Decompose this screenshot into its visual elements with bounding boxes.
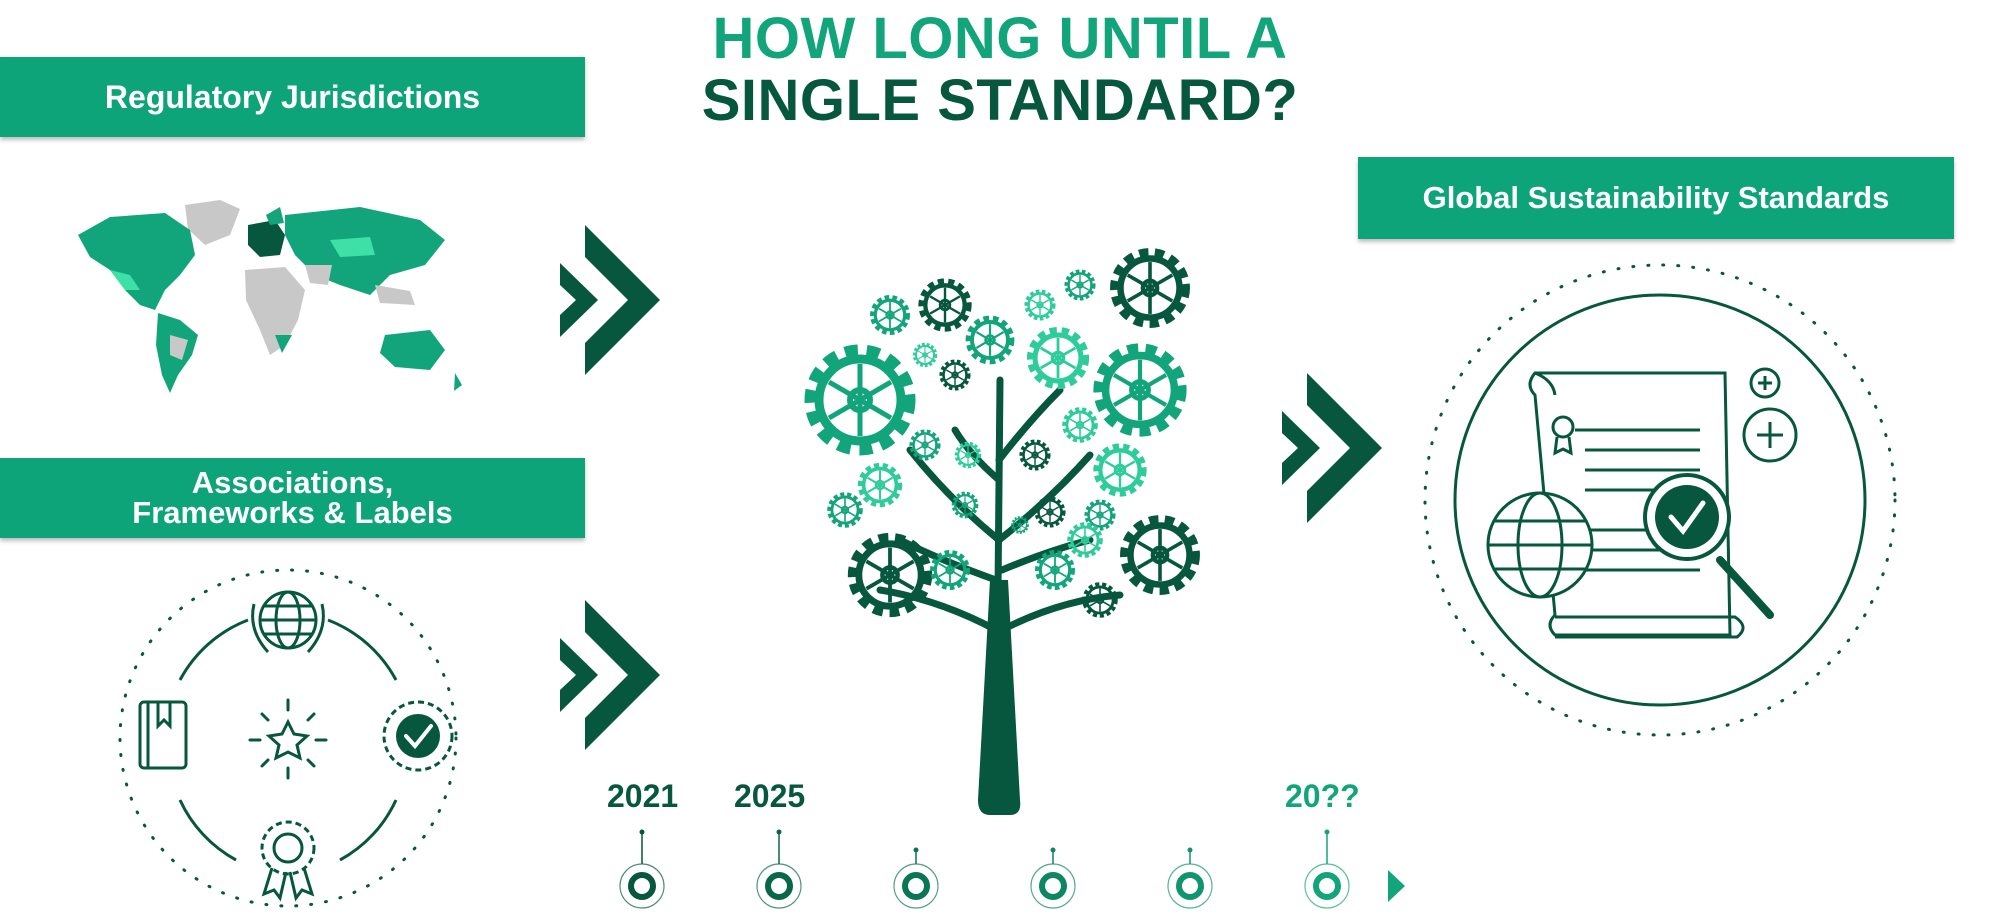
associations-label-line-1: Associations, [191, 465, 394, 500]
chevron-arrows-icon [560, 600, 660, 750]
map-europe [248, 220, 285, 257]
timeline-year-2025: 2025 [734, 778, 806, 814]
global-standards-label: Global Sustainability Standards [1422, 180, 1890, 215]
regulatory-jurisdictions-label: Regulatory Jurisdictions [104, 78, 481, 115]
regulatory-jurisdictions-banner: Regulatory Jurisdictions [0, 57, 585, 137]
map-africa [245, 267, 305, 355]
associations-icon-cluster [118, 568, 458, 908]
timeline-point [1304, 829, 1350, 909]
timeline-point [1030, 847, 1076, 909]
timeline-point [893, 847, 939, 909]
globe-icon [1486, 491, 1594, 599]
associations-label-line-2: Frameworks & Labels [132, 495, 453, 530]
tree-trunk [978, 580, 1021, 815]
map-north-america [78, 213, 195, 310]
timeline-year-2021: 2021 [607, 778, 679, 814]
timeline-point [1167, 847, 1213, 909]
book-icon [138, 700, 188, 770]
gear-tree-icon [790, 240, 1220, 815]
magnifier-check-icon [1643, 473, 1774, 619]
title-line-1: HOW LONG UNTIL A [712, 6, 1288, 71]
associations-banner: Associations, Frameworks & Labels [0, 458, 585, 538]
page-title: HOW LONG UNTIL A SINGLE STANDARD? [640, 8, 1360, 132]
map-greenland [185, 200, 240, 245]
timeline-arrowhead [1388, 870, 1405, 902]
timeline-year-unknown: 20?? [1285, 778, 1360, 814]
globe-laurel-icon [251, 590, 325, 654]
global-standards-banner: Global Sustainability Standards [1358, 157, 1954, 239]
plus-icon [1749, 367, 1781, 399]
map-australia [380, 330, 445, 370]
global-standards-icon-cluster [1423, 263, 1897, 737]
title-line-2: SINGLE STANDARD? [701, 68, 1299, 133]
timeline [619, 829, 1405, 909]
award-rosette-icon [260, 820, 316, 902]
check-seal-icon [382, 700, 454, 772]
timeline-point [619, 829, 665, 909]
world-map [78, 200, 462, 393]
chevron-arrows-icon [1282, 373, 1382, 523]
timeline-point [756, 829, 802, 909]
chevron-arrows-icon [560, 225, 660, 375]
star-burst-icon [248, 698, 328, 780]
plus-icon [1742, 407, 1798, 463]
